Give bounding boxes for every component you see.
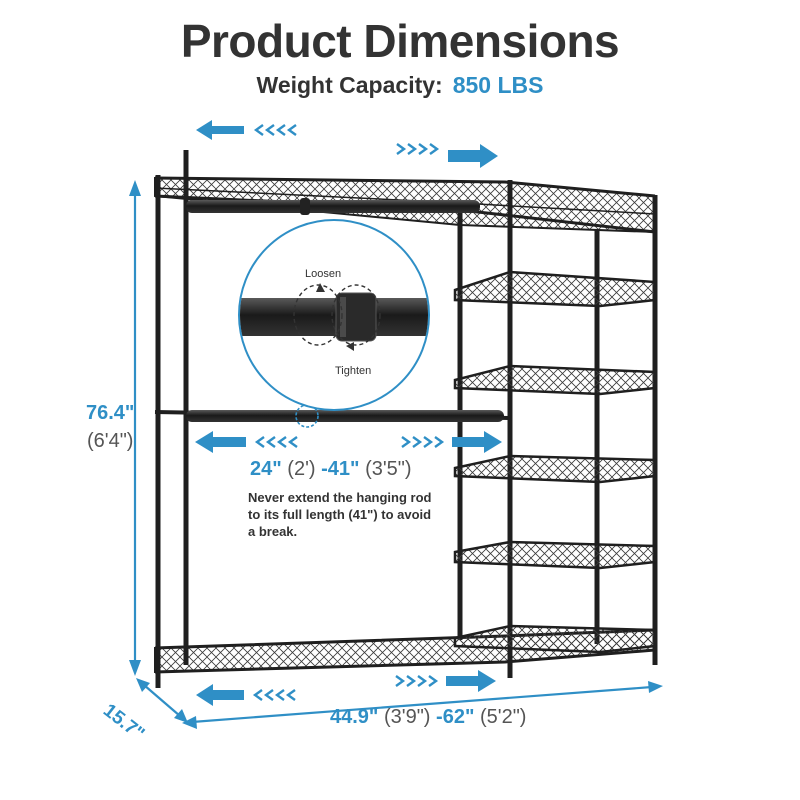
rod-max-alt: (3'5") (365, 458, 412, 480)
top-shelf-arrows (196, 120, 498, 168)
rod-min-main: 24" (250, 458, 282, 480)
height-main: 76.4" (86, 402, 135, 424)
height-alt: (6'4") (86, 430, 134, 452)
rod-min-alt: (2') (287, 458, 316, 480)
page-title: Product Dimensions (180, 15, 620, 67)
loosen-label: Loosen (305, 268, 342, 280)
width-min-main: 44.9" (330, 706, 379, 728)
tighten-label: Tighten (335, 365, 372, 377)
height-dimension: 76.4" (6'4") (86, 399, 134, 455)
width-min-alt: (3'9") (383, 706, 431, 728)
weight-capacity-label: Weight Capacity: (256, 72, 443, 98)
bottom-shelf-arrows (196, 670, 496, 706)
width-max-alt: (5'2") (479, 706, 527, 728)
rod-arrows (195, 431, 502, 453)
rod-joint-magnifier (238, 219, 430, 411)
weight-capacity: Weight Capacity: 850 LBS (0, 72, 800, 99)
rod-max-main: -41" (321, 458, 360, 480)
weight-capacity-value: 850 LBS (452, 72, 544, 98)
width-max-main: -62" (436, 706, 475, 728)
depth-dimension-line (136, 678, 188, 723)
rod-length-dimension: 24" (2') -41" (3'5") (250, 458, 412, 481)
width-dimension: 44.9" (3'9") -62" (5'2") (330, 706, 526, 729)
upper-hanging-rod (186, 198, 480, 215)
width-dimension-line (182, 681, 663, 729)
rod-warning-note: Never extend the hanging rod to its full… (248, 490, 432, 539)
height-dimension-line (129, 180, 141, 676)
